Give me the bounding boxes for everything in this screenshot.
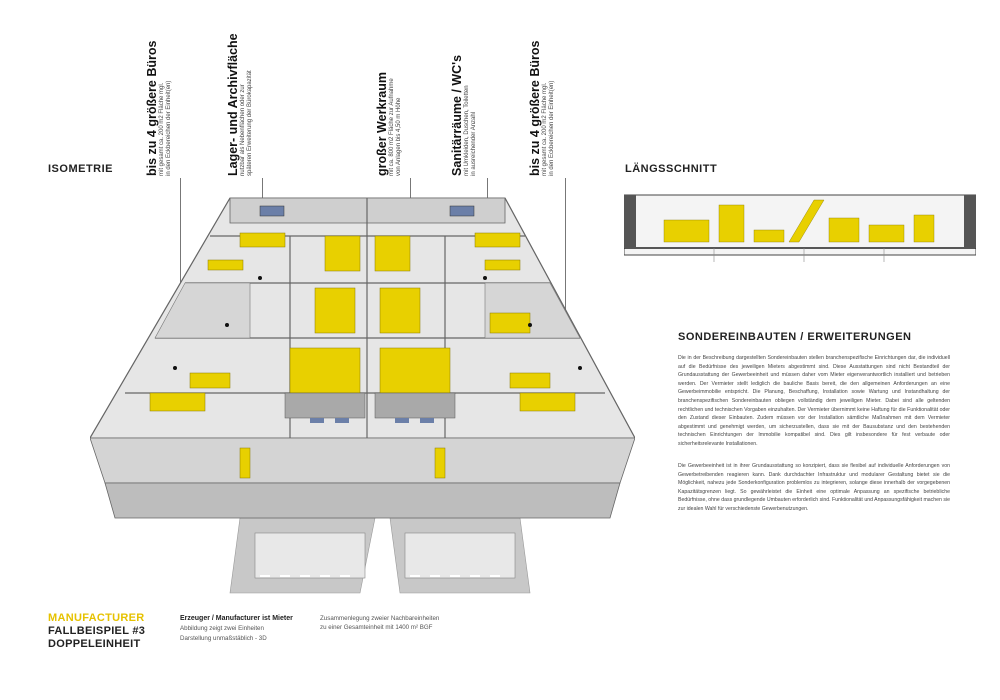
footer-caption-b: Darstellung unmaßstäblich - 3D — [180, 635, 267, 642]
section-drawing — [624, 194, 976, 262]
footer-caption-c: Zusammenlegung zweier Nachbareinheiten — [320, 615, 440, 622]
callout-sanitaer: Sanitärräume / WC's mit Umkleiden, Dusch… — [450, 54, 477, 176]
sondereinbauten-heading: SONDEREINBAUTEN / ERWEITERUNGEN — [678, 331, 912, 343]
sondereinbauten-text-1: Die in der Beschreibung dargestellten So… — [678, 355, 950, 447]
isometric-drawing — [90, 197, 635, 594]
callout-werkraum: großer Werkraum mit ca. 800 m2 Fläche zu… — [375, 72, 402, 176]
footer-caption-a: Abbildung zeigt zwei Einheiten — [180, 625, 264, 632]
footer-doppeleinheit: DOPPELEINHEIT — [48, 638, 141, 650]
leader-line-5 — [565, 178, 566, 378]
callout-lager: Lager- und Archivfläche nutzbar als Nebe… — [226, 33, 253, 176]
footer-caption-title: Erzeuger / Manufacturer ist Mieter — [180, 615, 293, 622]
footer-fallbeispiel: FALLBEISPIEL #3 — [48, 625, 146, 637]
isometrie-heading: ISOMETRIE — [48, 163, 114, 175]
case-study-title: MANUFACTURER FALLBEISPIEL #3 DOPPELEINHE… — [48, 612, 145, 651]
footer-caption-2: Zusammenlegung zweier Nachbareinheiten z… — [320, 614, 439, 632]
laengsschnitt-heading: LÄNGSSCHNITT — [625, 163, 718, 175]
footer-caption-1: Erzeuger / Manufacturer ist Mieter Abbil… — [180, 614, 293, 644]
sondereinbauten-text-2: Die Gewerbeeinheit ist in ihrer Grundaus… — [678, 463, 950, 512]
footer-caption-d: zu einer Gesamteinheit mit 1400 m² BGF — [320, 624, 433, 631]
callout-offices-left: bis zu 4 größere Büros mit gesamt ca. 20… — [145, 40, 172, 176]
footer-manufacturer: MANUFACTURER — [48, 612, 145, 624]
callout-offices-right: bis zu 4 größere Büros mit gesamt ca. 20… — [528, 40, 555, 176]
